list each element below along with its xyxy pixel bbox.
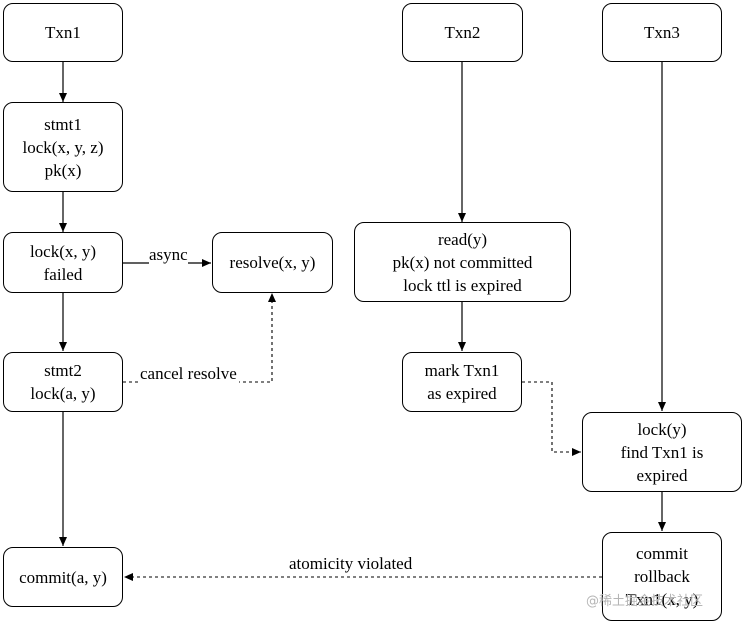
watermark: @稀土掘金技术社区 xyxy=(586,594,704,609)
node-txn3: Txn3 xyxy=(602,3,722,62)
edge-mark-locky xyxy=(522,381,581,456)
node-stmt1: stmt1 lock(x, y, z) pk(x) xyxy=(3,102,123,192)
node-commit-rollback: commit rollback Txn1(x, y) xyxy=(602,532,722,621)
atomicity-violated-label: atomicity violated xyxy=(289,554,413,574)
node-resolve: resolve(x, y) xyxy=(212,232,333,293)
cancel-resolve-label: cancel resolve xyxy=(138,364,239,384)
node-stmt2: stmt2 lock(a, y) xyxy=(3,352,123,412)
node-lock-failed: lock(x, y) failed xyxy=(3,232,123,293)
node-txn1: Txn1 xyxy=(3,3,123,62)
node-commit-ay: commit(a, y) xyxy=(3,547,123,607)
node-lock-y: lock(y) find Txn1 is expired xyxy=(582,412,742,492)
node-mark-expired: mark Txn1 as expired xyxy=(402,352,522,412)
async-label: async xyxy=(149,245,188,265)
node-txn2: Txn2 xyxy=(402,3,523,62)
node-read: read(y) pk(x) not committed lock ttl is … xyxy=(354,222,571,302)
